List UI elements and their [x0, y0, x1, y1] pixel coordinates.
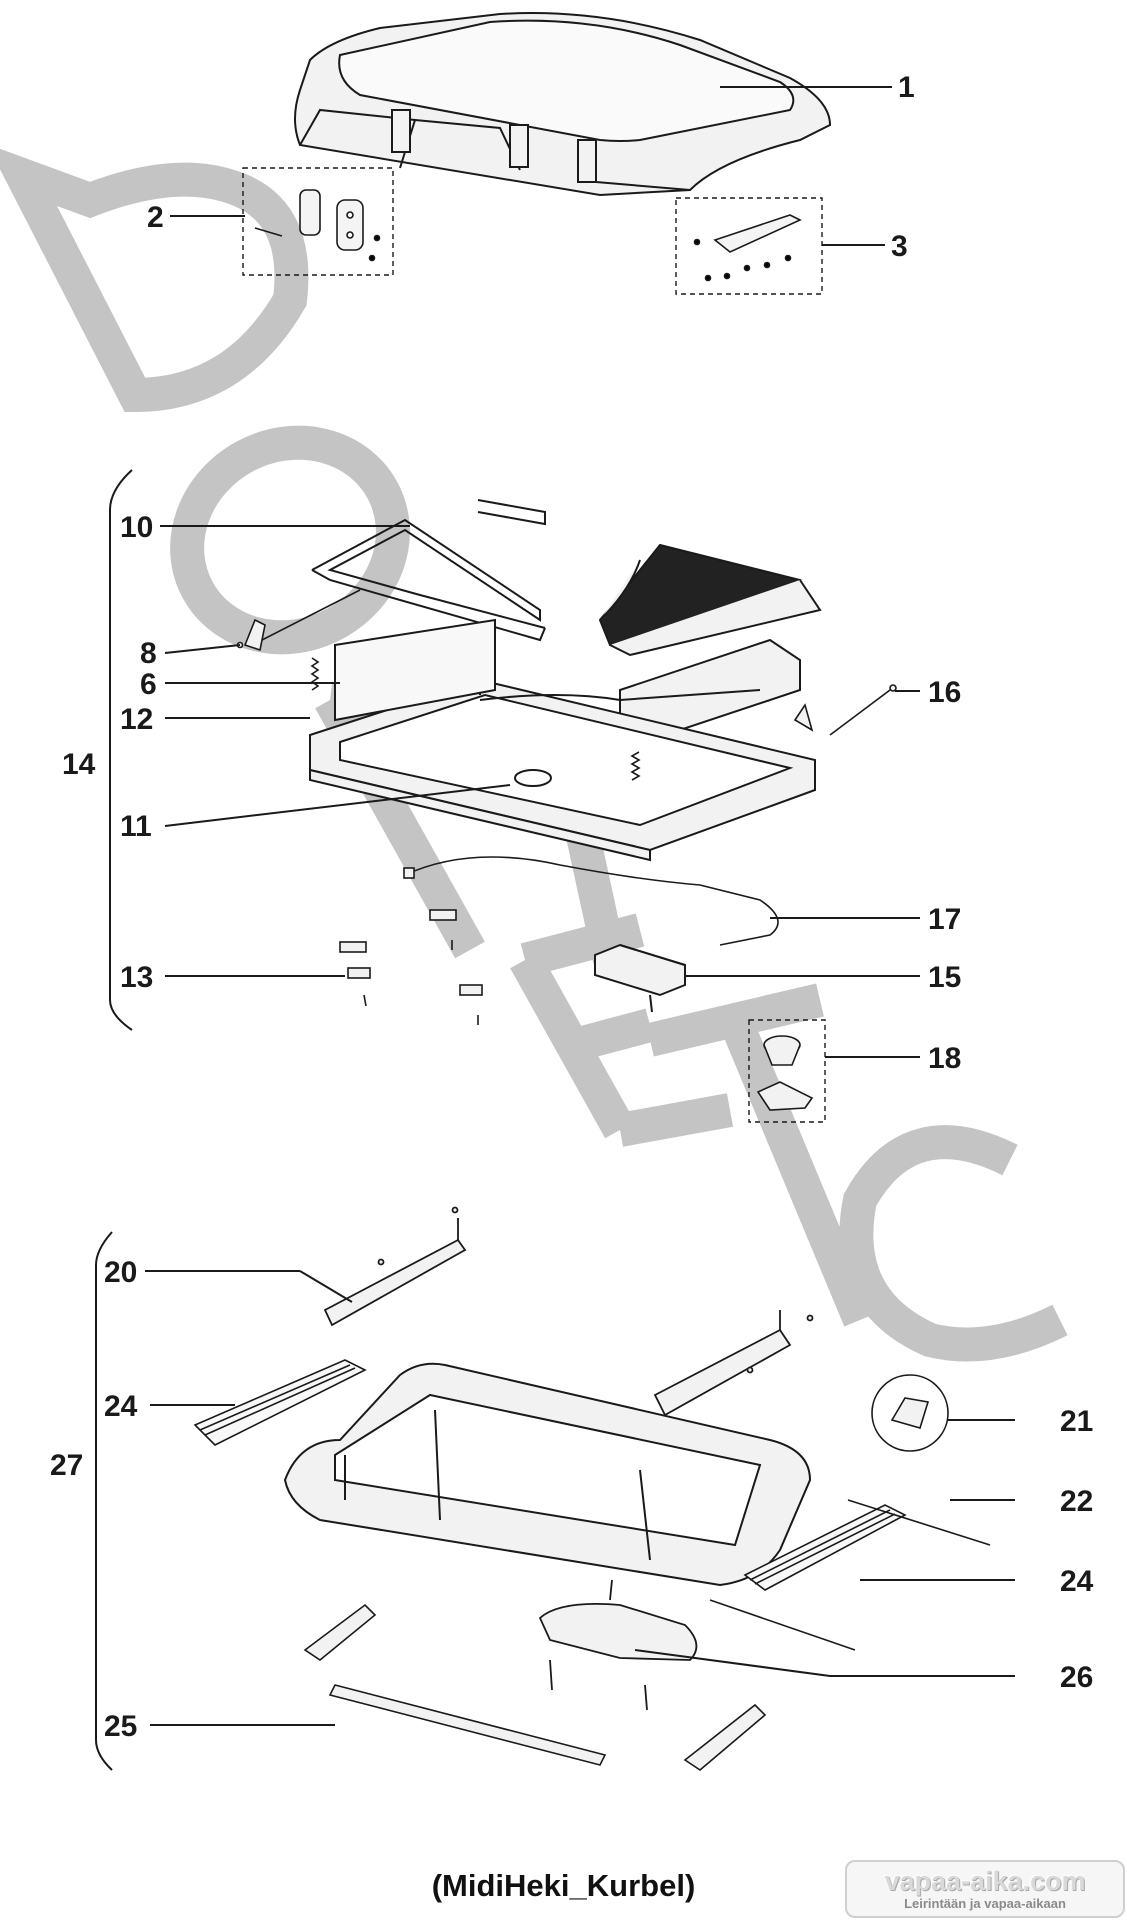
- label-13: 13: [120, 961, 153, 994]
- label-2: 2: [147, 201, 164, 234]
- hinge-lever-part-16: [793, 684, 897, 736]
- seal-frame-part-10: [311, 499, 546, 642]
- gear-box-part-15: [594, 943, 686, 1013]
- label-3: 3: [891, 230, 908, 263]
- interior-frame-part-27: [283, 1362, 812, 1587]
- springs-part-12: [310, 657, 641, 781]
- label-15: 15: [928, 961, 961, 994]
- label-11: 11: [120, 810, 152, 843]
- cable-part-17: [403, 856, 779, 946]
- blind-slats-part-24: [193, 1359, 907, 1591]
- label-24-left: 24: [104, 1390, 138, 1423]
- mounting-clips-part-13: [339, 909, 483, 1025]
- diagram-caption: (MidiHeki_Kurbel): [431, 1868, 696, 1903]
- handle-kit-part-3: [675, 197, 823, 295]
- crank-drive-part-26: [538, 1579, 698, 1711]
- crank-knob-part-18: [748, 1019, 826, 1123]
- label-16: 16: [928, 676, 961, 709]
- label-12: 12: [120, 703, 153, 736]
- label-24-right: 24: [1060, 1565, 1094, 1598]
- label-26: 26: [1060, 1661, 1093, 1694]
- label-8: 8: [140, 637, 157, 670]
- clip-detail-part-21: [871, 1374, 949, 1452]
- support-bars-part-20: [323, 1206, 814, 1417]
- leader-lines: [145, 86, 1015, 1726]
- label-21: 21: [1060, 1405, 1093, 1438]
- group-brackets: [95, 469, 133, 1771]
- label-18: 18: [928, 1042, 961, 1075]
- label-10: 10: [120, 511, 153, 544]
- label-14: 14: [62, 748, 96, 781]
- hinge-kit-part-2: [242, 167, 394, 276]
- blind-assembly: [598, 543, 822, 742]
- logo-main-text: vapaa-aika.com: [884, 1866, 1086, 1896]
- corner-covers-part-25: [303, 1603, 767, 1771]
- label-17: 17: [928, 903, 961, 936]
- vapaa-aika-logo[interactable]: vapaa-aika.com Leirintään ja vapaa-aikaa…: [845, 1860, 1125, 1918]
- label-25: 25: [104, 1710, 137, 1743]
- label-1: 1: [898, 71, 915, 104]
- rod-part-22: [709, 1499, 991, 1651]
- label-6: 6: [140, 668, 157, 701]
- label-27: 27: [50, 1449, 83, 1482]
- part-numbers: 1 2 3 10 8 6 12 14 11 13 16 17 15 18 20 …: [50, 71, 1094, 1743]
- dome-cover-part-1: [294, 12, 832, 197]
- label-22: 22: [1060, 1485, 1093, 1518]
- logo-tagline: Leirintään ja vapaa-aikaan: [904, 1896, 1066, 1911]
- label-20: 20: [104, 1256, 137, 1289]
- inner-frame-part-11: [309, 618, 816, 862]
